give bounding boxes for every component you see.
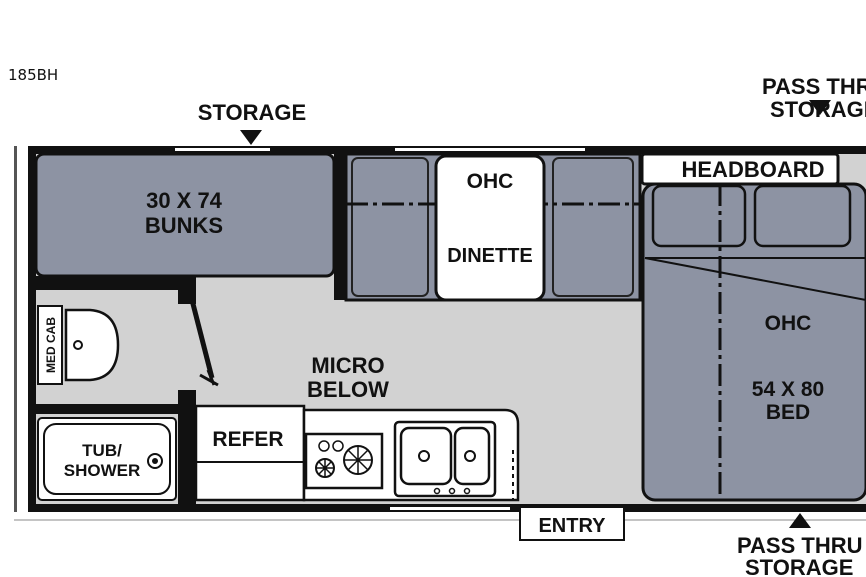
pass-thru-top-label-2: STORAGE <box>770 97 866 122</box>
pass-thru-top-arrow-icon <box>809 100 831 115</box>
toilet <box>64 308 120 382</box>
pass-thru-bottom-label-2: STORAGE <box>745 555 853 577</box>
outer-wall-left <box>28 146 36 512</box>
bunks-size-label: 30 X 74 <box>146 188 223 213</box>
bath-wall-lower <box>178 390 196 504</box>
bath-door <box>189 299 215 379</box>
bath-divider <box>36 404 186 414</box>
faucet-3 <box>463 487 471 495</box>
window-top-mid <box>395 148 585 151</box>
tub-drain <box>147 453 163 469</box>
pass-thru-bottom-label-1: PASS THRU <box>737 533 863 558</box>
burner-front-right <box>332 440 344 452</box>
bunk-wall <box>334 154 346 300</box>
tongue-line <box>14 146 17 512</box>
faucet-1 <box>433 487 441 495</box>
bed-size-label: 54 X 80 <box>752 378 824 401</box>
entry-label: ENTRY <box>538 515 606 537</box>
micro-below-label: BELOW <box>307 377 389 402</box>
dinette-table <box>434 154 546 302</box>
headboard <box>640 152 840 186</box>
model-label: 185BH <box>8 66 59 84</box>
tub-drain-inner <box>152 458 158 464</box>
storage-label: STORAGE <box>198 100 306 125</box>
bed-sheet-fold <box>644 257 866 301</box>
bed-label: BED <box>766 401 810 424</box>
shower-label: SHOWER <box>64 461 141 480</box>
sink-drain-left <box>418 450 430 462</box>
dinette-seat-left <box>351 157 429 297</box>
ohc-bed-label: OHC <box>765 312 812 335</box>
headboard-label: HEADBOARD <box>682 157 825 182</box>
pass-thru-top-label-1: PASS THRU <box>762 74 866 99</box>
med-cab <box>37 305 63 385</box>
tub-label: TUB/ <box>82 441 122 460</box>
refer <box>194 404 306 502</box>
burner-front-left <box>318 440 330 452</box>
entry-door <box>519 508 625 541</box>
window-bottom <box>390 507 510 510</box>
pass-thru-bottom-arrow-icon <box>789 513 811 528</box>
tub-inner <box>43 423 171 495</box>
ohc-dinette-label: OHC <box>467 170 514 193</box>
pillow-left <box>651 184 747 248</box>
door-hinge <box>199 369 219 387</box>
storage-arrow-icon <box>240 130 262 145</box>
toilet-flush <box>73 340 83 350</box>
med-cab-label: MED CAB <box>44 317 58 373</box>
refer-label: REFER <box>212 428 283 451</box>
faucet-2 <box>448 487 456 495</box>
bath-wall-horizontal <box>36 276 196 290</box>
sink-drain-right <box>464 450 476 462</box>
sink-basin-left <box>399 426 453 486</box>
dinette-label: DINETTE <box>447 245 533 267</box>
micro-label: MICRO <box>311 353 384 378</box>
bath-wall-vertical <box>178 276 196 304</box>
pillow-right <box>753 184 852 248</box>
burner-right <box>343 445 373 475</box>
burner-left <box>315 458 335 478</box>
dinette-seat-right <box>552 157 634 297</box>
tub <box>37 417 177 501</box>
window-top-left <box>175 148 270 151</box>
bunks-label: BUNKS <box>145 213 223 238</box>
sink-basin-right <box>453 426 491 486</box>
